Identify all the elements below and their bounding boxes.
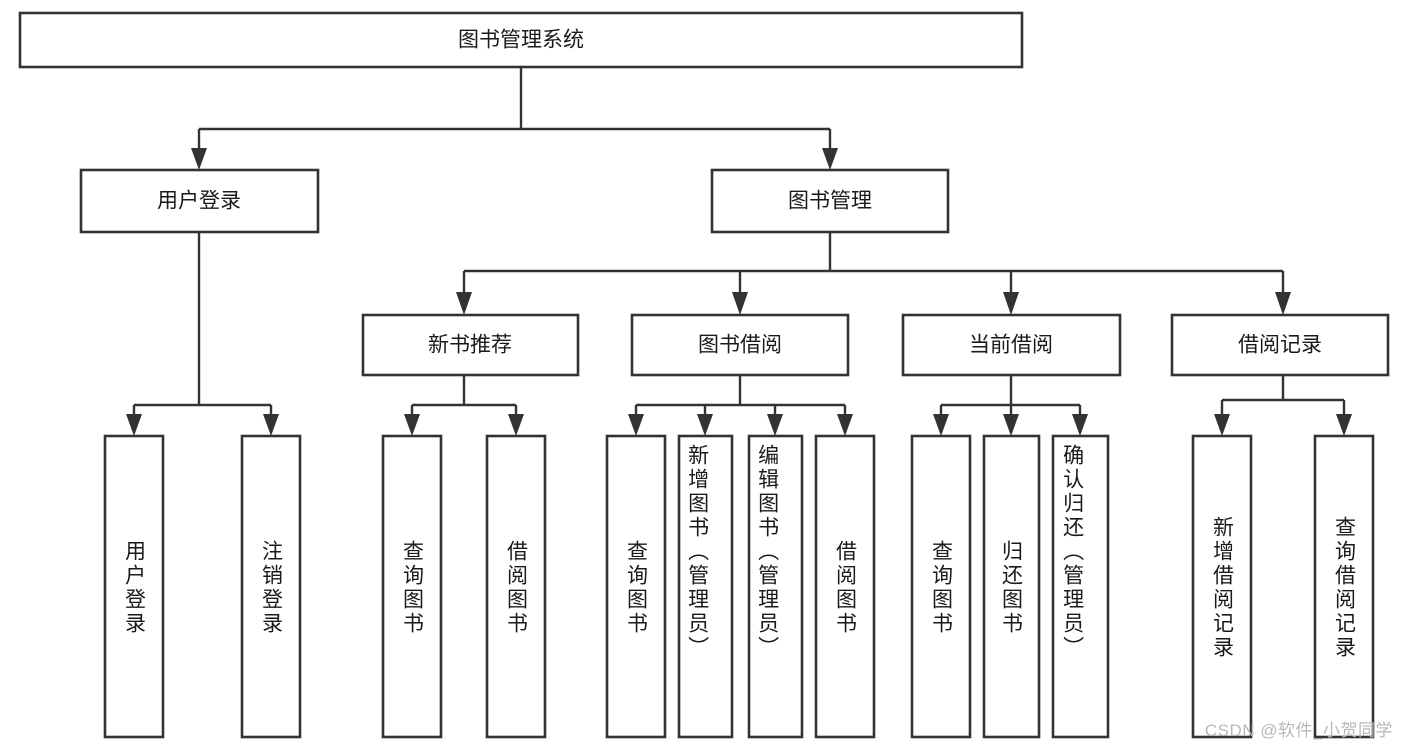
node-root-label: 图书管理系统: [458, 29, 584, 52]
leaf-logout-label: 注销登录: [260, 540, 284, 636]
node-book-manage-box[interactable]: [710, 168, 950, 234]
node-borrow-record-box[interactable]: [1170, 313, 1390, 377]
node-book-borrow-box[interactable]: [630, 313, 850, 377]
edge-group-userlogin-to-leaves: [126, 232, 279, 436]
leaf-node[interactable]: 查询图书: [381, 434, 443, 739]
arrow-borrowrecord-leaf1: [1214, 414, 1230, 436]
arrow-currentborrow-leaf3: [1072, 414, 1088, 436]
edge-group-bookmanage-to-level3: [456, 232, 1291, 315]
arrow-currentborrow-leaf2: [1003, 414, 1019, 436]
leaf-currentborrow-return-label: 归还图书: [1000, 540, 1024, 636]
node-user-login-label: 用户登录: [157, 190, 241, 213]
node-book-borrow[interactable]: 图书借阅: [630, 313, 850, 377]
node-current-borrow[interactable]: 当前借阅: [901, 313, 1122, 377]
edge-group-currentborrow-to-leaves: [933, 375, 1088, 436]
node-new-book-recommend-label: 新书推荐: [428, 334, 512, 357]
node-user-login-box[interactable]: [79, 168, 320, 234]
leaf-node[interactable]: 新增图书（管理员）: [677, 434, 734, 739]
leaf-newbook-query-label: 查询图书: [401, 540, 425, 636]
node-root-box[interactable]: [18, 11, 1024, 69]
edge-group-root-to-level2: [191, 67, 838, 170]
leaf-node[interactable]: 新增借阅记录: [1191, 434, 1253, 739]
leaf-bookborrow-borrow-label: 借阅图书: [834, 540, 858, 636]
leaf-node[interactable]: 查询借阅记录: [1313, 434, 1375, 739]
arrow-user-login: [191, 148, 207, 170]
leaf-bookborrow-edit-box[interactable]: [747, 434, 804, 739]
leaf-node[interactable]: 借阅图书: [814, 434, 876, 739]
leaf-newbook-query-box[interactable]: [381, 434, 443, 739]
leaf-bookborrow-add-box[interactable]: [677, 434, 734, 739]
leaf-logout-box[interactable]: [240, 434, 302, 739]
node-new-book-recommend-box[interactable]: [361, 313, 580, 377]
leaf-currentborrow-query-label: 查询图书: [930, 540, 954, 636]
leaf-newbook-borrow-label: 借阅图书: [505, 540, 529, 636]
arrow-leaf-logout: [263, 414, 279, 436]
leaf-node[interactable]: 确认归还（管理员）: [1051, 434, 1110, 739]
arrow-newbook-leaf2: [508, 414, 524, 436]
arrow-bookborrow-leaf3: [767, 414, 783, 436]
node-book-manage[interactable]: 图书管理: [710, 168, 950, 234]
arrow-new-book: [456, 292, 472, 315]
leaf-node[interactable]: 归还图书: [982, 434, 1041, 739]
leaf-user-login-label: 用户登录: [123, 540, 147, 636]
edge-group-bookborrow-to-leaves: [628, 375, 853, 436]
leaf-currentborrow-return-box[interactable]: [982, 434, 1041, 739]
node-book-manage-label: 图书管理: [788, 190, 872, 213]
node-book-borrow-label: 图书借阅: [698, 334, 782, 357]
leaf-newbook-borrow-box[interactable]: [485, 434, 547, 739]
leaf-node[interactable]: 注销登录: [240, 434, 302, 739]
node-borrow-record[interactable]: 借阅记录: [1170, 313, 1390, 377]
arrow-bookborrow-leaf1: [628, 414, 644, 436]
edge-group-newbook-to-leaves: [404, 375, 524, 436]
leaf-node[interactable]: 用户登录: [103, 434, 165, 739]
arrow-bookborrow-leaf4: [837, 414, 853, 436]
node-current-borrow-box[interactable]: [901, 313, 1122, 377]
leaf-node[interactable]: 编辑图书（管理员）: [747, 434, 804, 739]
arrow-borrow-record: [1275, 292, 1291, 315]
node-root[interactable]: 图书管理系统: [18, 11, 1024, 69]
leaf-record-add-label: 新增借阅记录: [1211, 516, 1235, 660]
leaf-bookborrow-query-box[interactable]: [605, 434, 667, 739]
leaf-currentborrow-query-box[interactable]: [910, 434, 972, 739]
leaf-record-add-box[interactable]: [1191, 434, 1253, 739]
arrow-bookborrow-leaf2: [697, 414, 713, 436]
leaf-node[interactable]: 借阅图书: [485, 434, 547, 739]
leaf-node[interactable]: 查询图书: [605, 434, 667, 739]
leaf-bookborrow-add-label: 新增图书（管理员）: [686, 444, 710, 660]
leaf-bookborrow-query-label: 查询图书: [625, 540, 649, 636]
node-user-login[interactable]: 用户登录: [79, 168, 320, 234]
node-current-borrow-label: 当前借阅: [969, 334, 1053, 357]
node-new-book-recommend[interactable]: 新书推荐: [361, 313, 580, 377]
leaf-node[interactable]: 查询图书: [910, 434, 972, 739]
arrow-currentborrow-leaf1: [933, 414, 949, 436]
leaf-bookborrow-borrow-box[interactable]: [814, 434, 876, 739]
node-borrow-record-label: 借阅记录: [1238, 334, 1322, 357]
leaf-record-query-label: 查询借阅记录: [1333, 516, 1357, 660]
edge-group-borrowrecord-to-leaves: [1214, 375, 1352, 436]
arrow-leaf-user-login: [126, 414, 142, 436]
arrow-newbook-leaf1: [404, 414, 420, 436]
arrow-current-borrow: [1003, 292, 1019, 315]
leaf-currentborrow-confirm-box[interactable]: [1051, 434, 1110, 739]
arrow-book-borrow: [732, 292, 748, 315]
leaf-bookborrow-edit-label: 编辑图书（管理员）: [756, 444, 780, 660]
leaf-currentborrow-confirm-label: 确认归还（管理员）: [1061, 444, 1085, 660]
arrow-book-manage: [822, 148, 838, 170]
leaf-record-query-box[interactable]: [1313, 434, 1375, 739]
arrow-borrowrecord-leaf2: [1336, 414, 1352, 436]
leaf-user-login-box[interactable]: [103, 434, 165, 739]
